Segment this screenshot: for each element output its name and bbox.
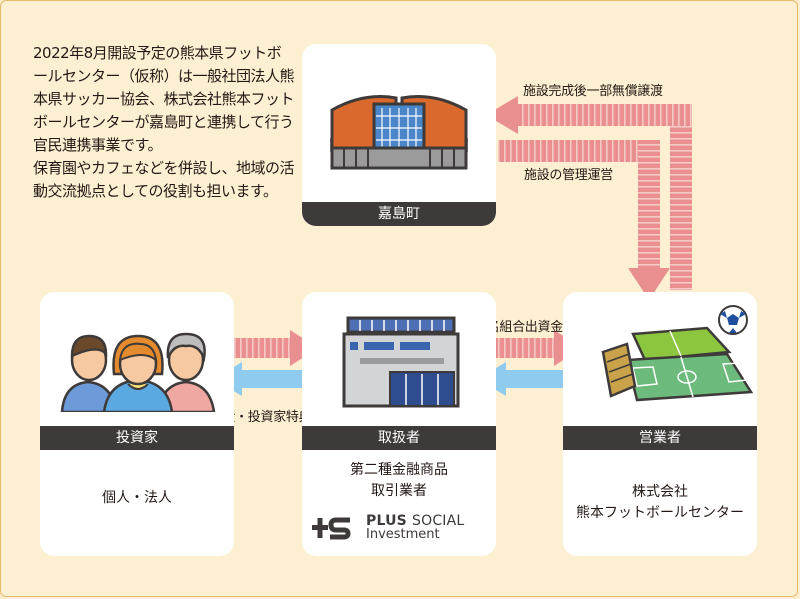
logo-name-bold: PLUS: [366, 513, 407, 529]
transfer-arrow: [486, 96, 692, 290]
plus-social-logo: PLUS SOCIAL Investment: [312, 514, 464, 542]
handler-body-line1: 第二種金融商品: [350, 462, 448, 478]
investor-body: 個人・法人: [102, 490, 172, 506]
plus-social-mark-icon: [312, 517, 351, 540]
handler-body: 第二種金融商品 取引業者: [302, 460, 496, 502]
management-arrow: [498, 140, 670, 300]
stadium-icon: [330, 95, 468, 170]
logo-sub: Investment: [366, 527, 440, 542]
flow-label-management: 施設の管理運営: [524, 168, 613, 183]
handler-card: 取扱者 第二種金融商品 取引業者: [302, 292, 496, 556]
people-icon: [60, 332, 216, 412]
logo-name: PLUS SOCIAL: [366, 514, 464, 528]
handler-body-line2: 取引業者: [371, 483, 427, 499]
operator-body: 株式会社 熊本フットボールセンター: [563, 482, 757, 524]
intro-paragraph-2: 保育園やカフェなどを併設し、地域の活動交流拠点としての役割も担います。: [33, 159, 295, 200]
intro-paragraph-1: 2022年8月開設予定の熊本県フットボールセンター（仮称）は一般社団法人熊本県サ…: [33, 44, 295, 154]
operator-title: 営業者: [563, 426, 757, 450]
operator-body-line1: 株式会社: [632, 484, 688, 500]
operator-body-line2: 熊本フットボールセンター: [576, 505, 744, 521]
investor-title: 投資家: [40, 426, 234, 450]
logo-text: PLUS SOCIAL Investment: [366, 514, 464, 542]
office-building-icon: [342, 316, 460, 408]
town-card: 嘉島町: [302, 44, 496, 226]
flow-label-investment: 匿名組合出資金: [474, 320, 563, 335]
town-title: 嘉島町: [302, 202, 496, 226]
operator-card: 営業者 株式会社 熊本フットボールセンター: [563, 292, 757, 556]
logo-name-light: SOCIAL: [412, 513, 465, 529]
investor-card: 投資家 個人・法人: [40, 292, 234, 556]
flow-label-transfer: 施設完成後一部無償譲渡: [523, 84, 663, 99]
football-field-icon: [601, 305, 754, 402]
handler-title: 取扱者: [302, 426, 496, 450]
intro-text: 2022年8月開設予定の熊本県フットボールセンター（仮称）は一般社団法人熊本県サ…: [33, 42, 295, 203]
